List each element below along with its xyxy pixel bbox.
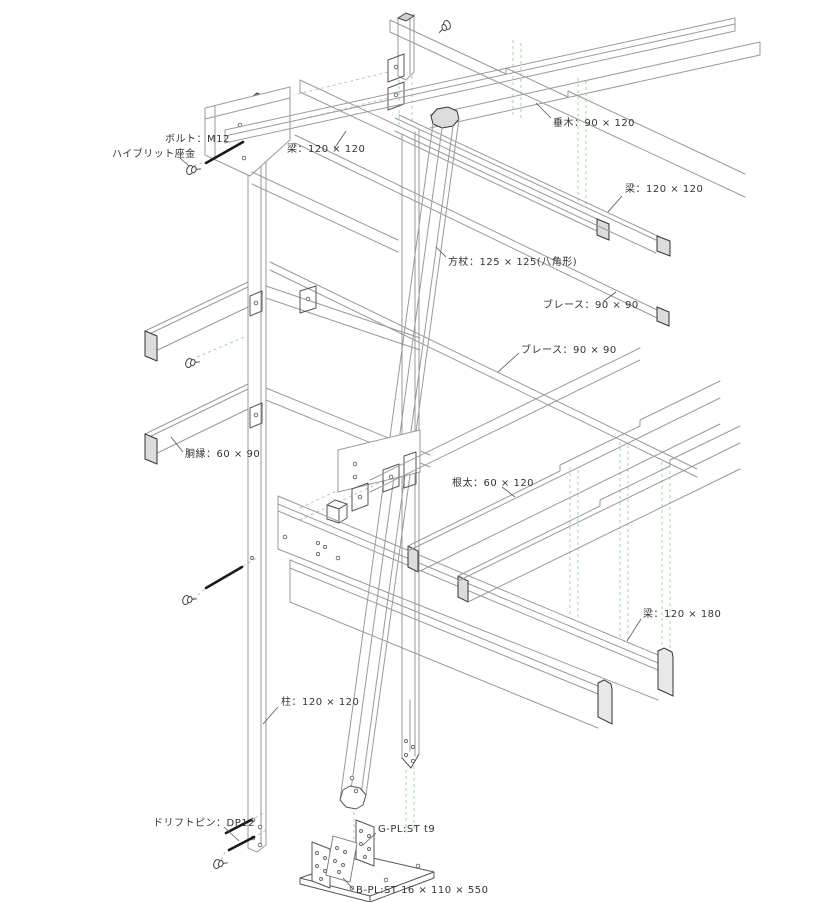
bolt-head-icon xyxy=(184,357,201,371)
bolts-and-pins xyxy=(181,19,453,872)
joists xyxy=(369,347,741,603)
bolt-head-icon xyxy=(181,594,198,608)
label-rafter: 垂木：90 × 120 xyxy=(553,117,635,129)
label-washer: ハイブリット座金 xyxy=(112,147,196,160)
annotations: ボルト：M12 ハイブリット座金 梁：120 × 120 垂木：90 × 120… xyxy=(112,102,721,896)
label-joist: 根太：60 × 120 xyxy=(452,476,534,489)
label-dobuchi: 胴縁：60 × 90 xyxy=(185,447,260,460)
bolt-head-icon xyxy=(185,164,202,178)
rafters xyxy=(299,19,746,241)
beam-middle-120x180 xyxy=(277,495,674,729)
label-bolt: ボルト：M12 xyxy=(165,133,230,145)
bolt-head-icon xyxy=(212,858,229,872)
label-gusset-plate: G-PL:ST t9 xyxy=(378,824,435,835)
central-joint-hardware xyxy=(282,429,421,561)
bolt-head-icon xyxy=(435,19,453,34)
label-driftpin: ドリフトピン：DP12 xyxy=(153,817,255,829)
label-beam-top: 梁：120 × 120 xyxy=(287,142,365,155)
label-brace-lower: ブレース：90 × 90 xyxy=(521,343,617,356)
top-beams xyxy=(224,17,761,144)
label-hozue: 方杖：125 × 125(八角形) xyxy=(448,255,577,268)
column-left xyxy=(247,92,267,853)
label-brace-upper: ブレース：90 × 90 xyxy=(543,298,639,311)
braces xyxy=(269,134,698,478)
mid-left-members xyxy=(144,281,431,468)
label-column: 柱：120 × 120 xyxy=(281,695,359,708)
label-beam-right: 梁：120 × 120 xyxy=(625,182,703,195)
label-beam-middle: 梁：120 × 180 xyxy=(643,607,721,620)
label-base-plate: B-PL:ST 16 × 110 × 550 xyxy=(356,885,488,896)
